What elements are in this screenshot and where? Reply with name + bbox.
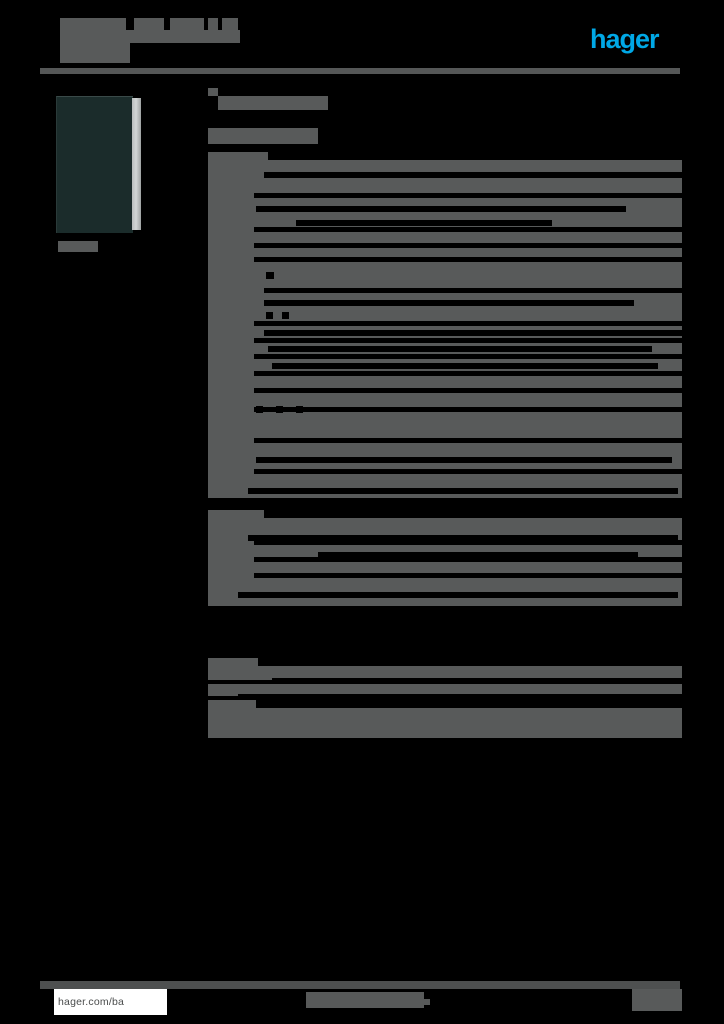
content-redacted-block <box>208 510 264 518</box>
product-image <box>56 96 142 233</box>
title-line-1b-redacted <box>134 18 164 31</box>
content-gap <box>282 312 289 319</box>
content-gap <box>272 678 682 683</box>
content-redacted-block <box>208 518 682 540</box>
title-line-1d-redacted <box>208 18 218 31</box>
content-redacted-block <box>208 666 682 680</box>
content-redacted-block <box>208 227 254 232</box>
content-redacted-block <box>208 540 254 545</box>
product-image-body <box>56 96 133 233</box>
content-redacted-block <box>208 388 254 393</box>
footer-page-number-redacted <box>632 989 682 1011</box>
content-gap <box>266 312 273 319</box>
content-gap <box>264 330 682 336</box>
content-redacted-block <box>208 293 682 321</box>
content-redacted-block <box>208 152 268 160</box>
content-gap <box>264 300 634 306</box>
content-redacted-block <box>208 371 254 376</box>
content-redacted-block <box>208 376 682 388</box>
content-redacted-block <box>218 96 328 110</box>
content-gap <box>296 406 303 413</box>
content-redacted-block <box>208 407 254 412</box>
content-redacted-block <box>208 243 254 248</box>
content-redacted-block <box>208 474 682 498</box>
content-redacted-block <box>208 412 682 438</box>
content-gap <box>272 363 658 369</box>
content-redacted-block <box>208 443 682 469</box>
content-gap <box>268 346 652 352</box>
content-redacted-block <box>208 88 218 96</box>
content-redacted-block <box>208 128 318 144</box>
content-gap <box>296 220 552 226</box>
content-redacted-block <box>208 262 682 288</box>
content-gap <box>238 608 682 658</box>
content-redacted-block <box>208 557 254 562</box>
content-redacted-block <box>208 257 254 262</box>
content-gap <box>256 406 263 413</box>
content-gap <box>256 206 626 212</box>
content-redacted-block <box>208 288 264 293</box>
content-redacted-block <box>208 708 682 738</box>
hager-logo[interactable]: hager <box>590 24 660 54</box>
content-redacted-block <box>208 700 256 708</box>
footer-center-redacted <box>306 992 424 1008</box>
content-gap <box>238 592 678 598</box>
content-redacted-block <box>208 393 682 407</box>
title-line-3-redacted <box>60 41 130 63</box>
header-inner-rule <box>132 55 680 58</box>
content-redacted-block <box>208 338 254 343</box>
title-line-2-redacted <box>60 30 240 43</box>
content-gap <box>248 535 678 541</box>
content-redacted-block <box>208 573 254 578</box>
content-redacted-block <box>208 658 258 666</box>
title-line-1c-redacted <box>170 18 204 31</box>
product-image-edge <box>132 98 141 230</box>
content-redacted-block <box>208 354 254 359</box>
content-redacted-block <box>208 562 682 573</box>
content-gap <box>266 272 274 279</box>
content-redacted-block <box>208 232 682 243</box>
content-gap <box>318 552 638 558</box>
footer-rule <box>40 981 680 989</box>
content-redacted-block <box>208 684 682 696</box>
content-gap <box>256 457 672 463</box>
content-redacted-block <box>208 469 254 474</box>
content-gap <box>238 502 678 510</box>
content-redacted-block <box>208 321 254 326</box>
content-redacted-block <box>208 193 254 198</box>
content-gap <box>238 694 682 700</box>
content-redacted-block <box>208 248 682 257</box>
content-gap <box>264 172 682 178</box>
title-line-1e-redacted <box>222 18 238 31</box>
footer-url-label[interactable]: hager.com/ba <box>54 989 167 1015</box>
page-header: hager <box>0 0 724 80</box>
content-gap <box>248 488 678 494</box>
content-redacted-block <box>208 438 254 443</box>
product-image-caption-redacted <box>58 241 98 252</box>
content-column <box>208 88 682 788</box>
content-gap <box>276 406 283 413</box>
header-rule <box>40 68 680 74</box>
title-line-1-redacted <box>60 18 126 31</box>
footer-center-redacted-2 <box>408 999 430 1005</box>
